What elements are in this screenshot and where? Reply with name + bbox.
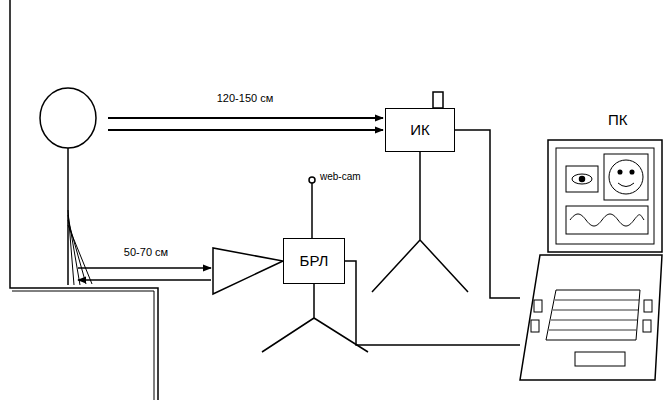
face-eye	[618, 170, 622, 174]
device-label: web-cam	[318, 171, 363, 183]
face-window	[604, 154, 648, 200]
laptop-screen	[548, 140, 662, 252]
face-mouth	[618, 183, 634, 187]
keyboard-row	[555, 300, 639, 301]
wall	[10, 0, 158, 400]
signal-window	[566, 206, 648, 234]
laptop-node: ПК	[520, 112, 665, 380]
distance-label: 120-150 см	[215, 92, 276, 105]
eye-icon	[572, 174, 592, 184]
radar-box: БРЛ	[283, 238, 345, 284]
laptop-keyboard	[546, 290, 640, 340]
face-eye	[630, 170, 634, 174]
laptop-button	[643, 320, 651, 332]
distance-label: 50-70 см	[122, 246, 170, 259]
eye-window	[566, 166, 598, 192]
keyboard-row	[549, 330, 636, 331]
person-head	[40, 88, 96, 148]
laptop-display	[556, 148, 654, 244]
ir-camera-box: ИК	[385, 108, 455, 152]
radar-arrow	[78, 279, 211, 281]
ir-tripod	[372, 152, 468, 292]
distance-arrow	[108, 117, 383, 119]
node-label: БРЛ	[300, 253, 329, 270]
signal-wave	[570, 214, 644, 226]
laptop-touchpad	[575, 352, 625, 366]
radar-arrow	[78, 267, 211, 269]
eye-pupil	[580, 177, 585, 182]
person-limbs	[68, 210, 92, 285]
web-cam-symbol	[309, 177, 315, 183]
keyboard-row	[553, 310, 638, 311]
cable	[345, 261, 520, 345]
laptop-button	[644, 300, 652, 312]
keyboard-row	[551, 320, 637, 321]
ir-sensor-top	[433, 92, 443, 108]
distance-arrow	[108, 129, 383, 131]
seat	[12, 291, 154, 400]
face-icon	[609, 160, 643, 194]
node-label: ИК	[410, 122, 430, 139]
radar-tripod	[262, 284, 368, 352]
node-label: ПК	[608, 112, 628, 129]
laptop-base	[520, 255, 662, 380]
laptop-button	[531, 320, 539, 332]
horn-antenna	[213, 248, 283, 294]
cable	[455, 130, 520, 298]
web-cam-stick	[311, 183, 313, 238]
laptop-button	[534, 300, 542, 312]
